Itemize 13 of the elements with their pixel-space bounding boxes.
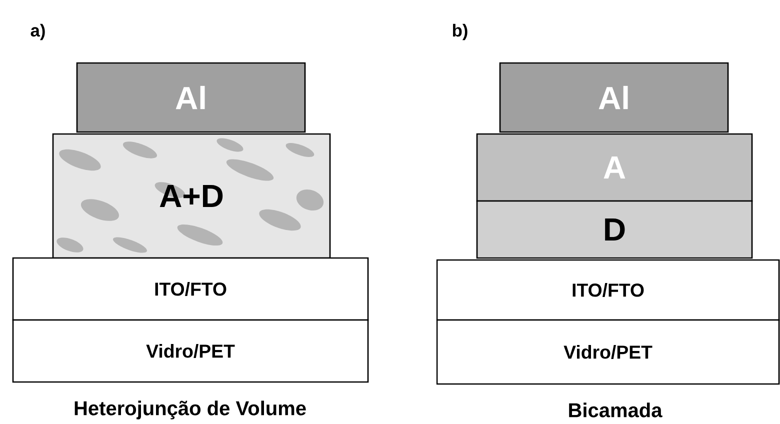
substrate-layer: Vidro/PET (12, 319, 369, 383)
electrode-layer: ITO/FTO (12, 257, 369, 321)
top-electrode-layer: Al (76, 62, 306, 133)
acceptor-layer: A (476, 133, 753, 202)
panel-label: a) (30, 24, 45, 40)
caption: Bicamada (569, 402, 662, 418)
substrate-layer: Vidro/PET (436, 319, 780, 385)
panel-label: b) (452, 24, 468, 40)
donor-layer: D (476, 200, 753, 259)
caption: Heterojunção de Volume (74, 400, 306, 420)
blend-layer: A+D (52, 133, 331, 259)
top-electrode-layer: Al (499, 62, 729, 133)
electrode-layer: ITO/FTO (436, 259, 780, 321)
